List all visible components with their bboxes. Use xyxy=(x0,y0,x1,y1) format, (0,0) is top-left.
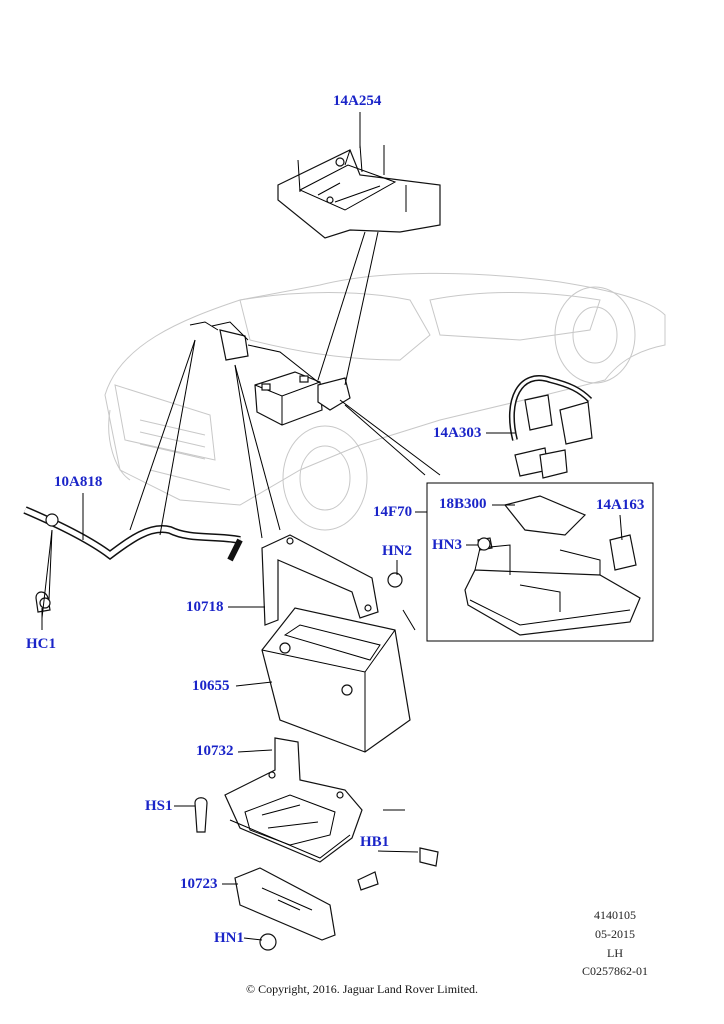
callout-14A254[interactable]: 14A254 xyxy=(333,93,382,109)
callout-HN2[interactable]: HN2 xyxy=(382,543,412,559)
callout-10732[interactable]: 10732 xyxy=(196,743,234,759)
battery-10655 xyxy=(261,607,411,753)
bracket-14A254 xyxy=(277,144,441,239)
meta-ref: 4140105 xyxy=(594,908,636,922)
callout-10655[interactable]: 10655 xyxy=(192,678,230,694)
callout-HS1[interactable]: HS1 xyxy=(145,798,173,814)
copyright-text: © Copyright, 2016. Jaguar Land Rover Lim… xyxy=(245,982,479,996)
callout-18B300[interactable]: 18B300 xyxy=(439,496,487,512)
engine-bay-battery xyxy=(189,321,351,426)
callout-14A163[interactable]: 14A163 xyxy=(596,497,645,513)
callout-14F70[interactable]: 14F70 xyxy=(373,504,413,520)
callout-box-14F70 xyxy=(426,482,654,642)
callout-HC1[interactable]: HC1 xyxy=(26,636,56,652)
callout-10723[interactable]: 10723 xyxy=(180,876,218,892)
bracket-10718 xyxy=(261,534,403,626)
harness-14A303 xyxy=(508,375,593,479)
meta-code: C0257862-01 xyxy=(582,964,648,978)
callout-HB1[interactable]: HB1 xyxy=(360,834,390,850)
tray-10732 xyxy=(224,737,363,863)
callout-HN1[interactable]: HN1 xyxy=(214,930,244,946)
callout-14A303[interactable]: 14A303 xyxy=(433,425,482,441)
leader-lines xyxy=(41,112,623,941)
meta-side: LH xyxy=(607,946,623,960)
bracket-10723 xyxy=(234,867,336,951)
cable-10A818 xyxy=(23,506,243,613)
callout-HN3[interactable]: HN3 xyxy=(432,537,462,553)
callout-10A818[interactable]: 10A818 xyxy=(54,474,103,490)
callout-10718[interactable]: 10718 xyxy=(186,599,224,615)
fuse-box-14F70 xyxy=(464,495,641,636)
vehicle-outline xyxy=(104,272,666,531)
meta-date: 05-2015 xyxy=(595,927,635,941)
